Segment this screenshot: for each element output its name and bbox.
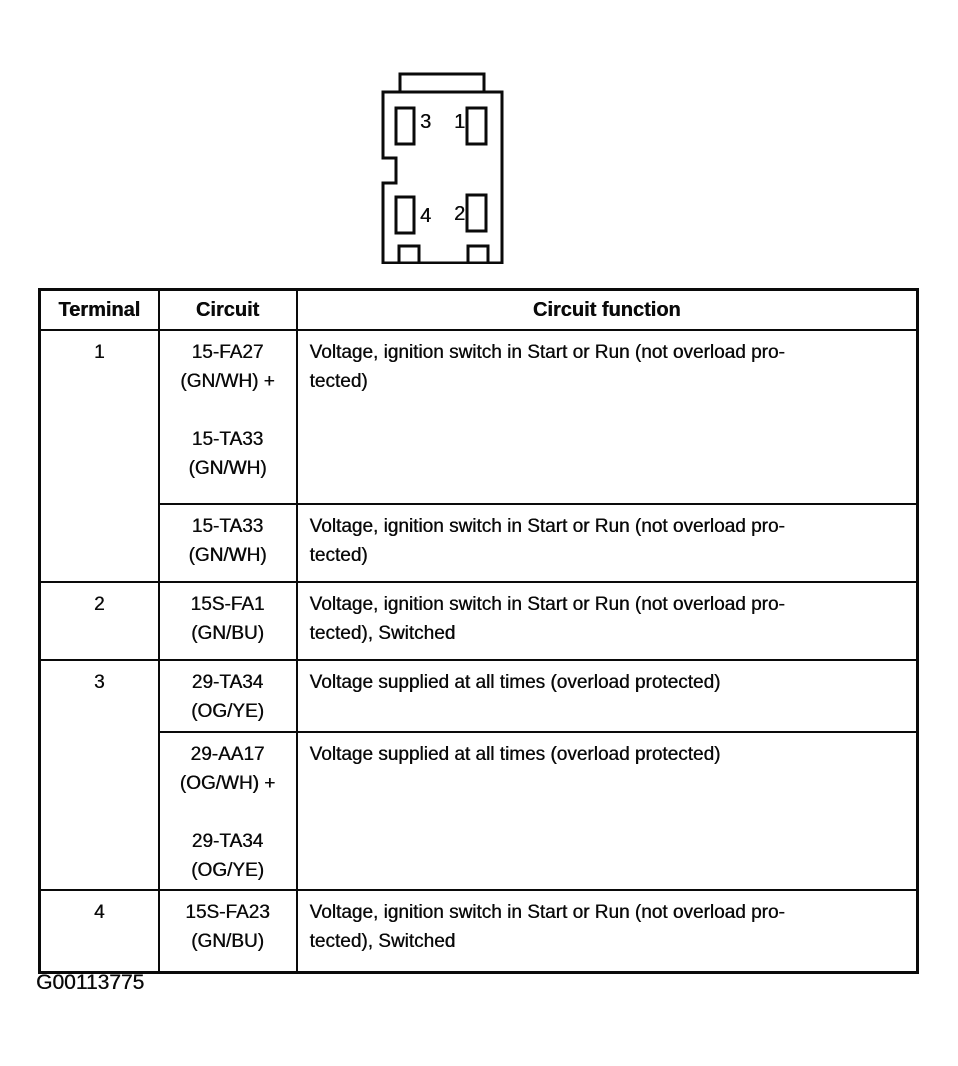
- header-circuit-function: Circuit function: [295, 288, 919, 331]
- table-header-row: Terminal Circuit Circuit function: [38, 288, 919, 331]
- circuit-cell: 15S-FA1 (GN/BU): [157, 581, 298, 661]
- table-row: 29-AA17 (OG/WH) + 29-TA34 (OG/YE) Voltag…: [40, 731, 919, 891]
- connector-outline-icon: [381, 72, 504, 264]
- cavity-2: [465, 193, 488, 233]
- circuit-cell: 15-FA27 (GN/WH) + 15-TA33 (GN/WH): [157, 329, 298, 505]
- terminal-cell: 1: [38, 329, 160, 583]
- circuit-cell: 29-AA17 (OG/WH) + 29-TA34 (OG/YE): [157, 731, 298, 891]
- circuit-cell: 15-TA33 (GN/WH): [157, 503, 298, 583]
- header-circuit: Circuit: [157, 288, 298, 331]
- header-terminal: Terminal: [38, 288, 160, 331]
- pin-label-2: 2: [454, 203, 466, 225]
- circuit-cell: 15S-FA23 (GN/BU): [157, 889, 298, 973]
- pin-label-4: 4: [420, 205, 432, 227]
- function-cell: Voltage supplied at all times (overload …: [295, 731, 919, 891]
- function-cell: Voltage, ignition switch in Start or Run…: [295, 503, 919, 583]
- connector-drawing: 3 1 4 2: [380, 72, 504, 264]
- function-cell: Voltage, ignition switch in Start or Run…: [295, 581, 919, 661]
- function-cell: Voltage, ignition switch in Start or Run…: [295, 329, 919, 505]
- terminal-cell: 2: [38, 581, 160, 661]
- table-row: 1 15-FA27 (GN/WH) + 15-TA33 (GN/WH) Volt…: [38, 329, 919, 583]
- function-cell: Voltage supplied at all times (overload …: [295, 659, 919, 733]
- pin-label-3: 3: [420, 111, 432, 133]
- circuit-cell: 29-TA34 (OG/YE): [157, 659, 298, 733]
- cavity-1: [465, 106, 488, 146]
- terminal-cell: 3: [38, 659, 160, 891]
- figure-id-label: G00113775: [36, 971, 145, 994]
- terminal-cell: 4: [38, 889, 160, 973]
- function-cell: Voltage, ignition switch in Start or Run…: [295, 889, 919, 973]
- table-row: 15-TA33 (GN/WH) Voltage, ignition switch…: [40, 503, 919, 583]
- table-row: 2 15S-FA1 (GN/BU) Voltage, ignition swit…: [38, 581, 919, 661]
- table-row: 3 29-TA34 (OG/YE) Voltage supplied at al…: [38, 659, 919, 891]
- cavity-4: [394, 195, 416, 235]
- pin-label-1: 1: [454, 111, 466, 133]
- terminal-circuit-table: Terminal Circuit Circuit function 1 15-F…: [38, 288, 919, 974]
- table-row: 4 15S-FA23 (GN/BU) Voltage, ignition swi…: [38, 889, 919, 973]
- cavity-3: [394, 106, 416, 146]
